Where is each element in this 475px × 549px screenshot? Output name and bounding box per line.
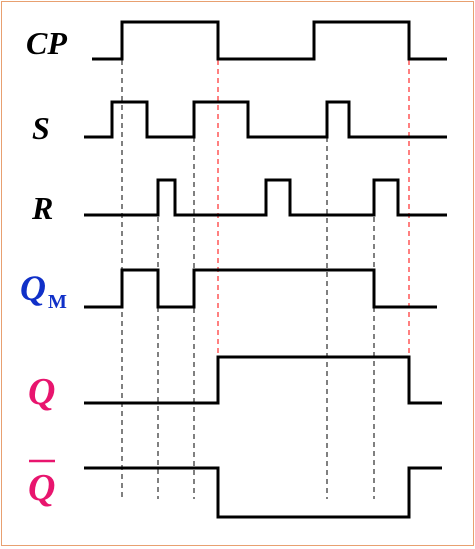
label-qm: Q xyxy=(20,268,46,308)
waveforms xyxy=(84,20,447,519)
label-s: S xyxy=(32,110,50,146)
label-qbar: Q xyxy=(28,467,55,509)
signal-labels: CP S R Q M Q Q xyxy=(20,25,67,509)
label-q: Q xyxy=(28,371,55,413)
wave-qbar xyxy=(84,466,442,519)
wave-s xyxy=(84,100,447,139)
guide-lines-red xyxy=(217,60,410,402)
label-r: R xyxy=(31,190,53,226)
label-qm-sub: M xyxy=(48,291,67,313)
label-cp: CP xyxy=(26,25,67,61)
wave-cp xyxy=(92,20,447,61)
wave-q xyxy=(84,355,442,405)
wave-r xyxy=(84,178,447,217)
wave-qm xyxy=(84,268,437,309)
